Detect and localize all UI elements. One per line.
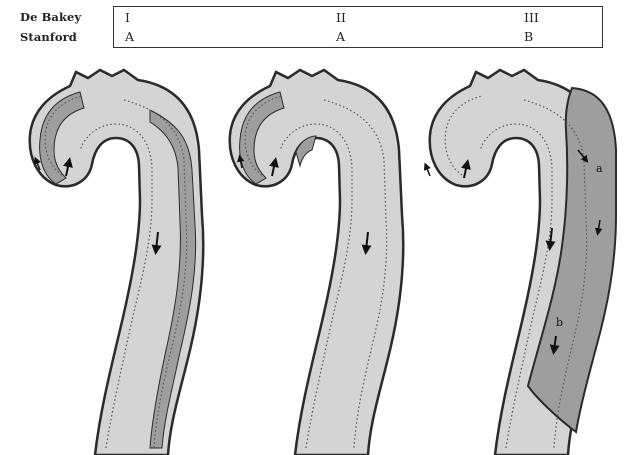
aorta-type-2 — [230, 70, 404, 455]
aorta-type-1 — [30, 70, 204, 455]
false-lumen-label-b: b — [556, 316, 563, 329]
false-lumen-label-a: a — [596, 162, 603, 175]
aorta-type-3: a b — [426, 70, 616, 455]
